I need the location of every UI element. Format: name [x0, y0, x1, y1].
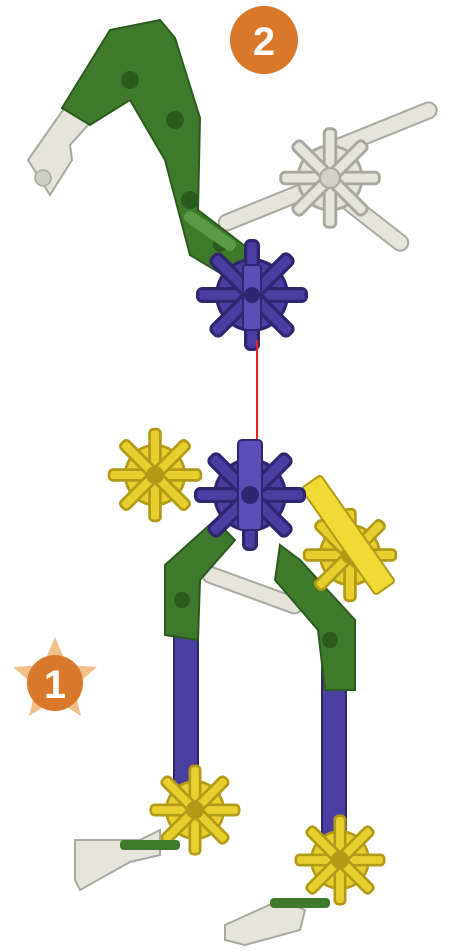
step-2-subassembly — [28, 20, 439, 349]
right-foot — [225, 816, 384, 945]
left-foot — [75, 766, 239, 890]
step-2-number: 2 — [253, 20, 275, 64]
purple-connector — [198, 241, 307, 350]
yellow-right-connector — [301, 475, 396, 601]
step-1-subassembly — [75, 429, 396, 945]
green-arm — [62, 20, 250, 285]
white-rod-assembly — [216, 100, 439, 254]
step-1-badge-icon: 1 — [13, 637, 97, 716]
white-connector — [281, 129, 380, 228]
yellow-left-connector — [109, 429, 201, 521]
purple-center-connector — [196, 440, 305, 549]
step-1-number: 1 — [44, 663, 66, 707]
step-2-badge-icon: 2 — [230, 6, 298, 74]
